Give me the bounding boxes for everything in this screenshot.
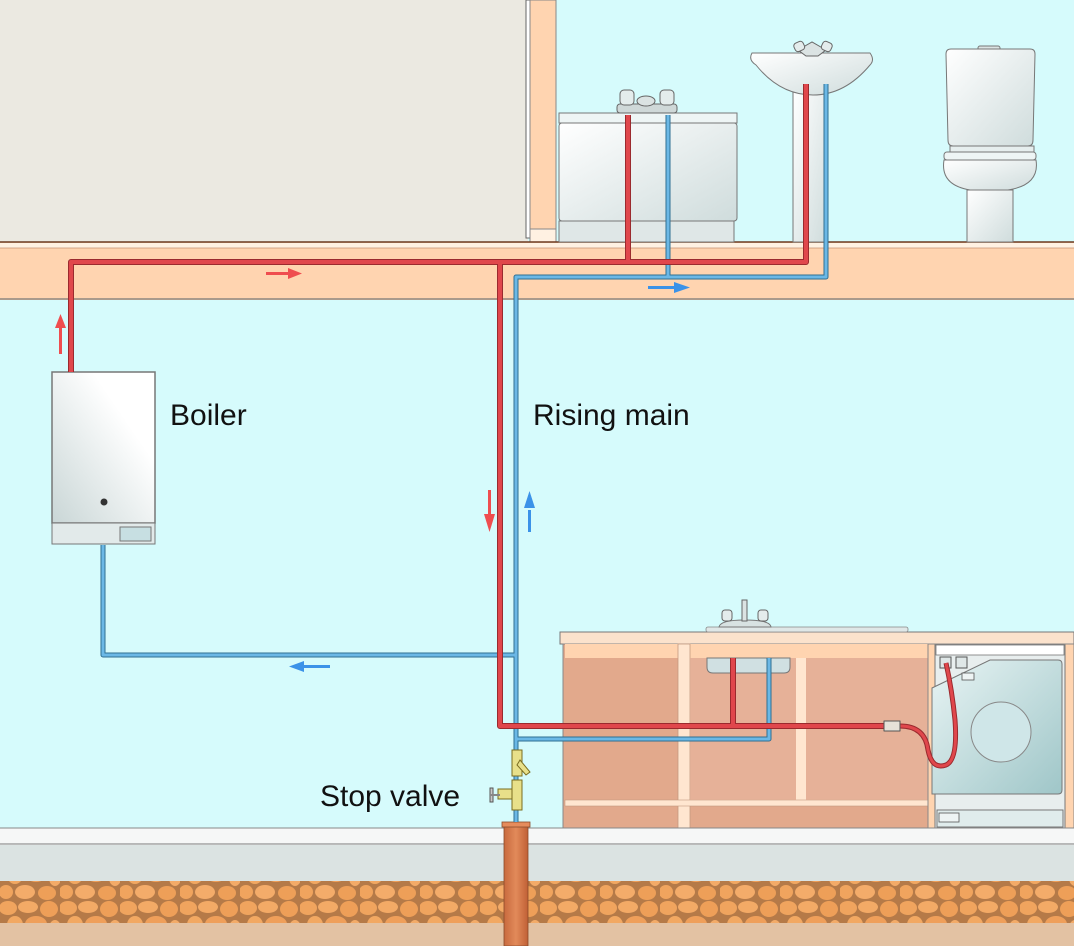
bath-taps	[616, 89, 678, 114]
underground-service-pipe	[501, 821, 531, 946]
hardcore-gravel	[0, 881, 1074, 923]
partition-wall	[529, 0, 557, 243]
floor-screed	[0, 828, 1074, 844]
soil	[0, 923, 1074, 946]
rising-main-label: Rising main	[533, 399, 690, 432]
hot-water-pipes	[68, 84, 959, 769]
drain-cock	[511, 749, 531, 777]
boiler-label: Boiler	[170, 399, 247, 432]
arrow-cold-left	[289, 661, 330, 672]
floor-joist	[0, 242, 1074, 300]
concrete-slab	[0, 845, 1074, 881]
toilet	[943, 45, 1037, 243]
stop-valve-assembly	[489, 749, 531, 811]
arrow-hot-up	[55, 314, 66, 354]
washing-machine	[927, 643, 1074, 829]
basin-taps	[793, 40, 833, 57]
kitchen-units	[559, 599, 1074, 829]
upper-room-left-wall	[0, 0, 528, 242]
bath	[558, 89, 738, 243]
flow-arrows	[55, 268, 690, 672]
arrow-cold-up	[524, 491, 535, 532]
arrow-cold-right	[648, 282, 690, 293]
boiler	[51, 371, 156, 545]
boiler-indicator-light	[100, 498, 108, 506]
hose-connector	[883, 720, 901, 732]
stop-valve	[489, 779, 523, 811]
arrow-hot-right	[266, 268, 302, 279]
arrow-hot-down	[484, 490, 495, 532]
cold-water-pipes	[100, 84, 829, 822]
kitchen-mixer-tap	[718, 599, 772, 628]
stop-valve-label: Stop valve	[320, 780, 460, 813]
